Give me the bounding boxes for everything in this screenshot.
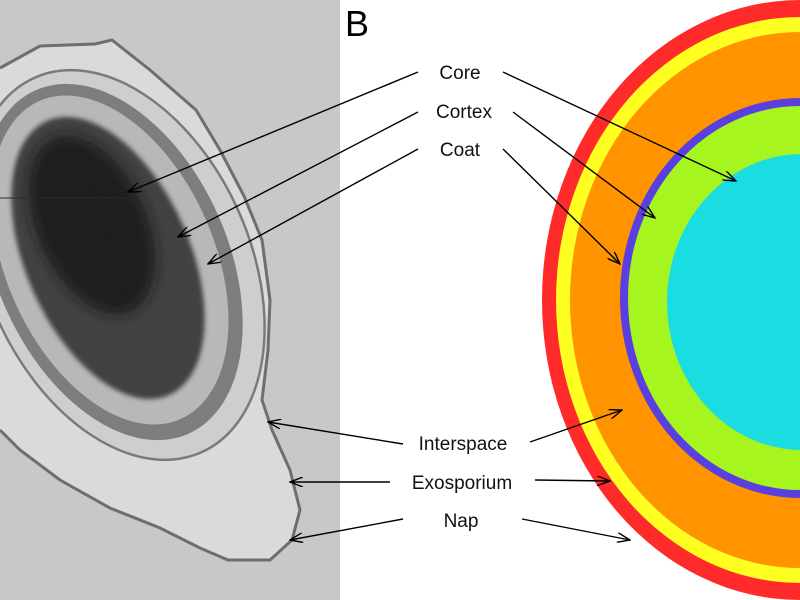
arrow-exosporium-right [534,480,610,481]
arrow-interspace-left [268,422,404,445]
arrow-cortex-left [178,111,419,237]
arrow-nap-left [290,518,404,540]
arrow-cortex-right [512,111,655,218]
arrow-coat-right [502,148,620,264]
schematic-panel: B [345,0,800,600]
arrow-interspace-right [529,410,622,443]
arrows [128,71,736,540]
arrow-coat-left [208,148,419,264]
arrow-core-right [502,71,736,181]
label-core: Core [439,63,480,84]
label-coat: Coat [440,140,481,161]
arrow-nap-right [521,518,630,540]
label-nap: Nap [444,511,479,532]
label-exosporium: Exosporium [412,473,512,494]
schematic-core-layer [667,154,800,450]
labels: Core Cortex Coat Interspace Exosporium N… [412,63,512,532]
micrograph-panel [0,0,340,600]
panel-letter: B [345,3,369,44]
label-cortex: Cortex [436,102,492,123]
arrow-core-left [128,71,419,192]
label-interspace: Interspace [419,434,508,455]
